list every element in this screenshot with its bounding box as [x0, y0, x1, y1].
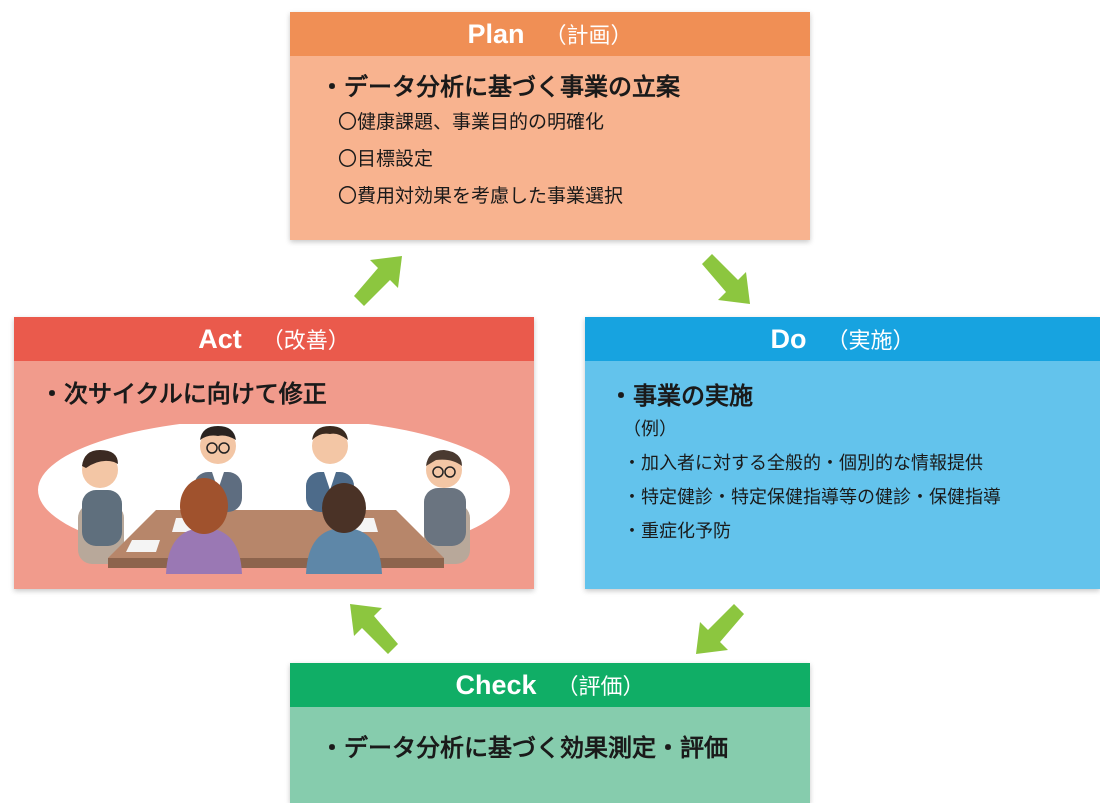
person-front-left — [166, 478, 242, 574]
plan-item: 〇健康課題、事業目的の明確化 — [338, 111, 605, 133]
meeting-illustration — [38, 424, 510, 574]
do-example-label: （例） — [623, 419, 677, 440]
act-title: Act — [198, 323, 242, 354]
check-box: Check （評価） ・データ分析に基づく効果測定・評価 — [290, 663, 810, 803]
arrow-check-to-act-icon — [350, 604, 398, 654]
do-box: Do （実施） ・事業の実施 （例） ・加入者に対する全般的・個別的な情報提供 … — [585, 317, 1100, 589]
do-title-jp: （実施） — [826, 329, 915, 354]
person-right — [424, 450, 466, 546]
do-item: ・加入者に対する全般的・個別的な情報提供 — [623, 453, 983, 474]
plan-title-jp: （計画） — [544, 24, 633, 49]
person-left — [82, 450, 122, 546]
act-header: Act （改善） — [14, 317, 534, 361]
do-item: ・特定健診・特定保健指導等の健診・保健指導 — [623, 487, 1001, 508]
plan-bullet: ・データ分析に基づく事業の立案 — [320, 73, 680, 101]
check-title: Check — [455, 669, 537, 700]
arrow-plan-to-do-icon — [702, 254, 750, 304]
do-title: Do — [770, 323, 807, 354]
check-header: Check （評価） — [290, 663, 810, 707]
do-header: Do （実施） — [585, 317, 1100, 361]
do-item: ・重症化予防 — [623, 521, 731, 542]
plan-item: 〇目標設定 — [338, 148, 434, 170]
act-bullet: ・次サイクルに向けて修正 — [40, 380, 327, 408]
arrow-do-to-check-icon — [696, 604, 744, 654]
person-front-right — [306, 483, 382, 574]
meeting-table — [108, 510, 444, 558]
check-title-jp: （評価） — [556, 675, 645, 700]
plan-item: 〇費用対効果を考慮した事業選択 — [338, 185, 624, 207]
plan-title: Plan — [467, 18, 525, 49]
check-bullet: ・データ分析に基づく効果測定・評価 — [320, 734, 728, 762]
act-title-jp: （改善） — [261, 329, 350, 354]
do-bullet: ・事業の実施 — [609, 382, 753, 410]
arrow-act-to-plan-icon — [354, 256, 402, 306]
plan-box: Plan （計画） ・データ分析に基づく事業の立案 〇健康課題、事業目的の明確化… — [290, 12, 810, 240]
plan-header: Plan （計画） — [290, 12, 810, 56]
